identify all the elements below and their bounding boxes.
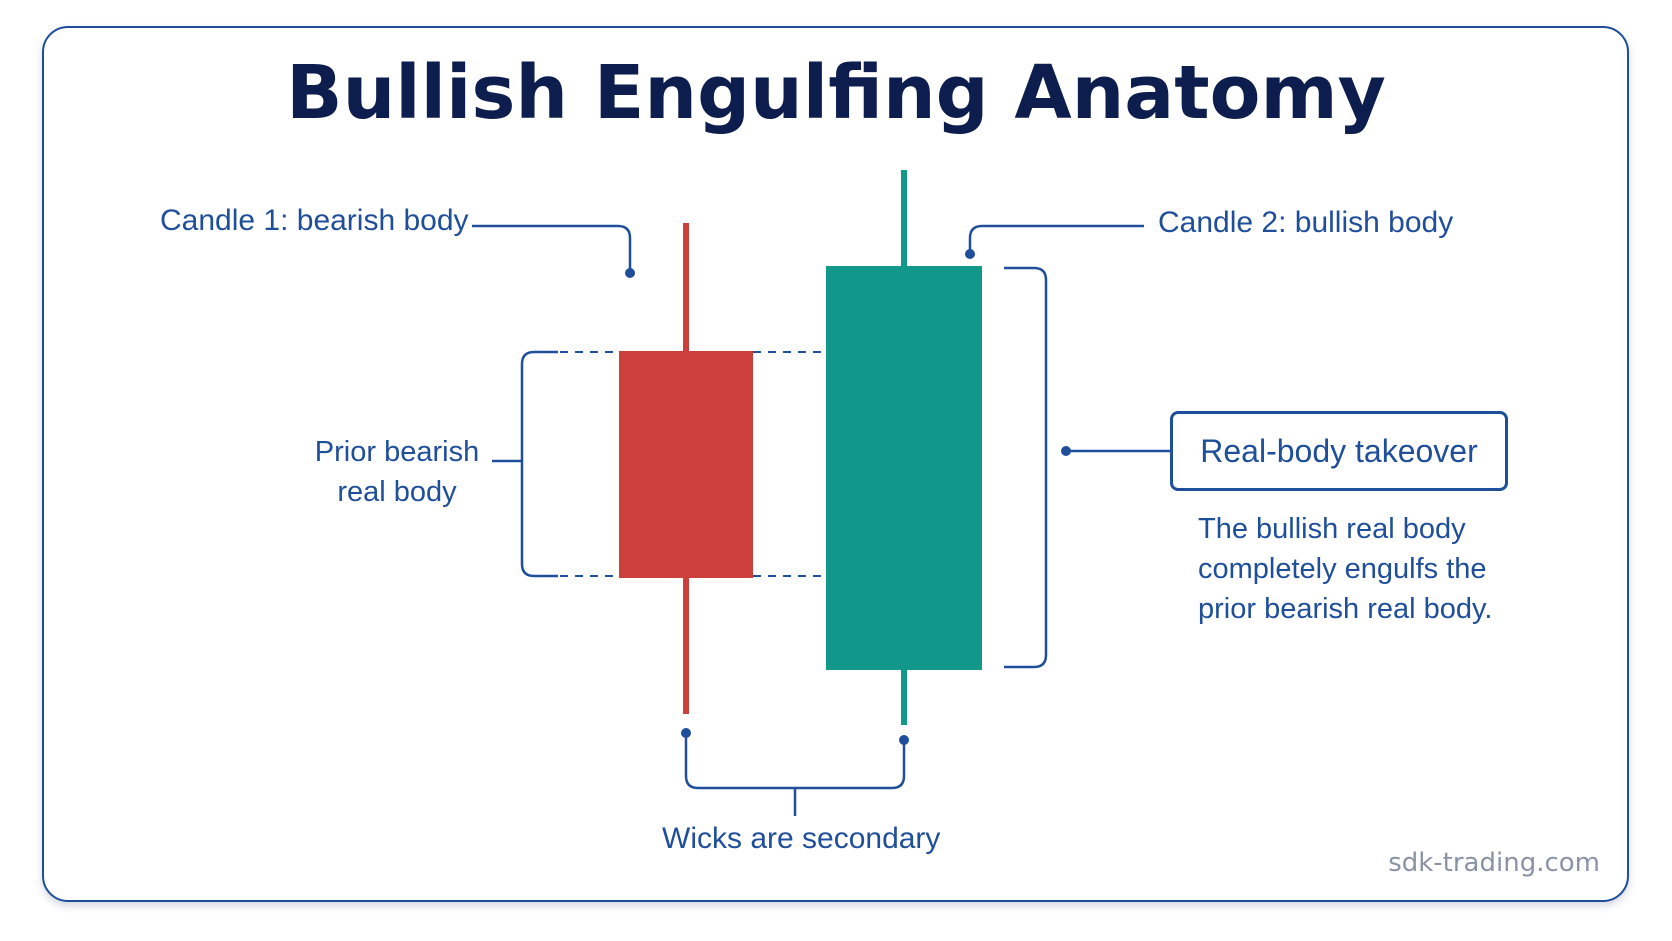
- candle1-label: Candle 1: bearish body: [160, 204, 469, 237]
- prior-body-label: Prior bearish real body: [300, 432, 494, 512]
- bullish-body-bracket: [1004, 266, 1048, 669]
- watermark: sdk-trading.com: [1388, 848, 1600, 878]
- candle2-leader-dot: [965, 249, 975, 259]
- candle2-leader: [968, 224, 1144, 252]
- takeover-desc-line1: The bullish real body: [1198, 513, 1466, 545]
- candle1-leader: [472, 224, 632, 272]
- takeover-description: The bullish real body completely engulfs…: [1198, 509, 1558, 629]
- takeover-box: Real-body takeover: [1170, 411, 1508, 491]
- wicks-label: Wicks are secondary: [662, 822, 941, 855]
- takeover-connector-dot: [1061, 446, 1071, 456]
- bearish-body: [619, 351, 753, 578]
- prior-body-label-line2: real body: [337, 476, 457, 508]
- candle1-leader-dot: [625, 268, 635, 278]
- prior-body-label-line1: Prior bearish: [314, 436, 480, 468]
- prior-body-bracket: [520, 350, 558, 578]
- bullish-body: [826, 266, 982, 670]
- takeover-desc-line2: completely engulfs the: [1198, 553, 1487, 585]
- page-title: Bullish Engulfing Anatomy: [286, 50, 1386, 136]
- wicks-bracket: [684, 733, 906, 790]
- candle2-label: Candle 2: bullish body: [1158, 206, 1454, 239]
- takeover-label: Real-body takeover: [1200, 432, 1478, 469]
- takeover-desc-line3: prior bearish real body.: [1198, 593, 1493, 625]
